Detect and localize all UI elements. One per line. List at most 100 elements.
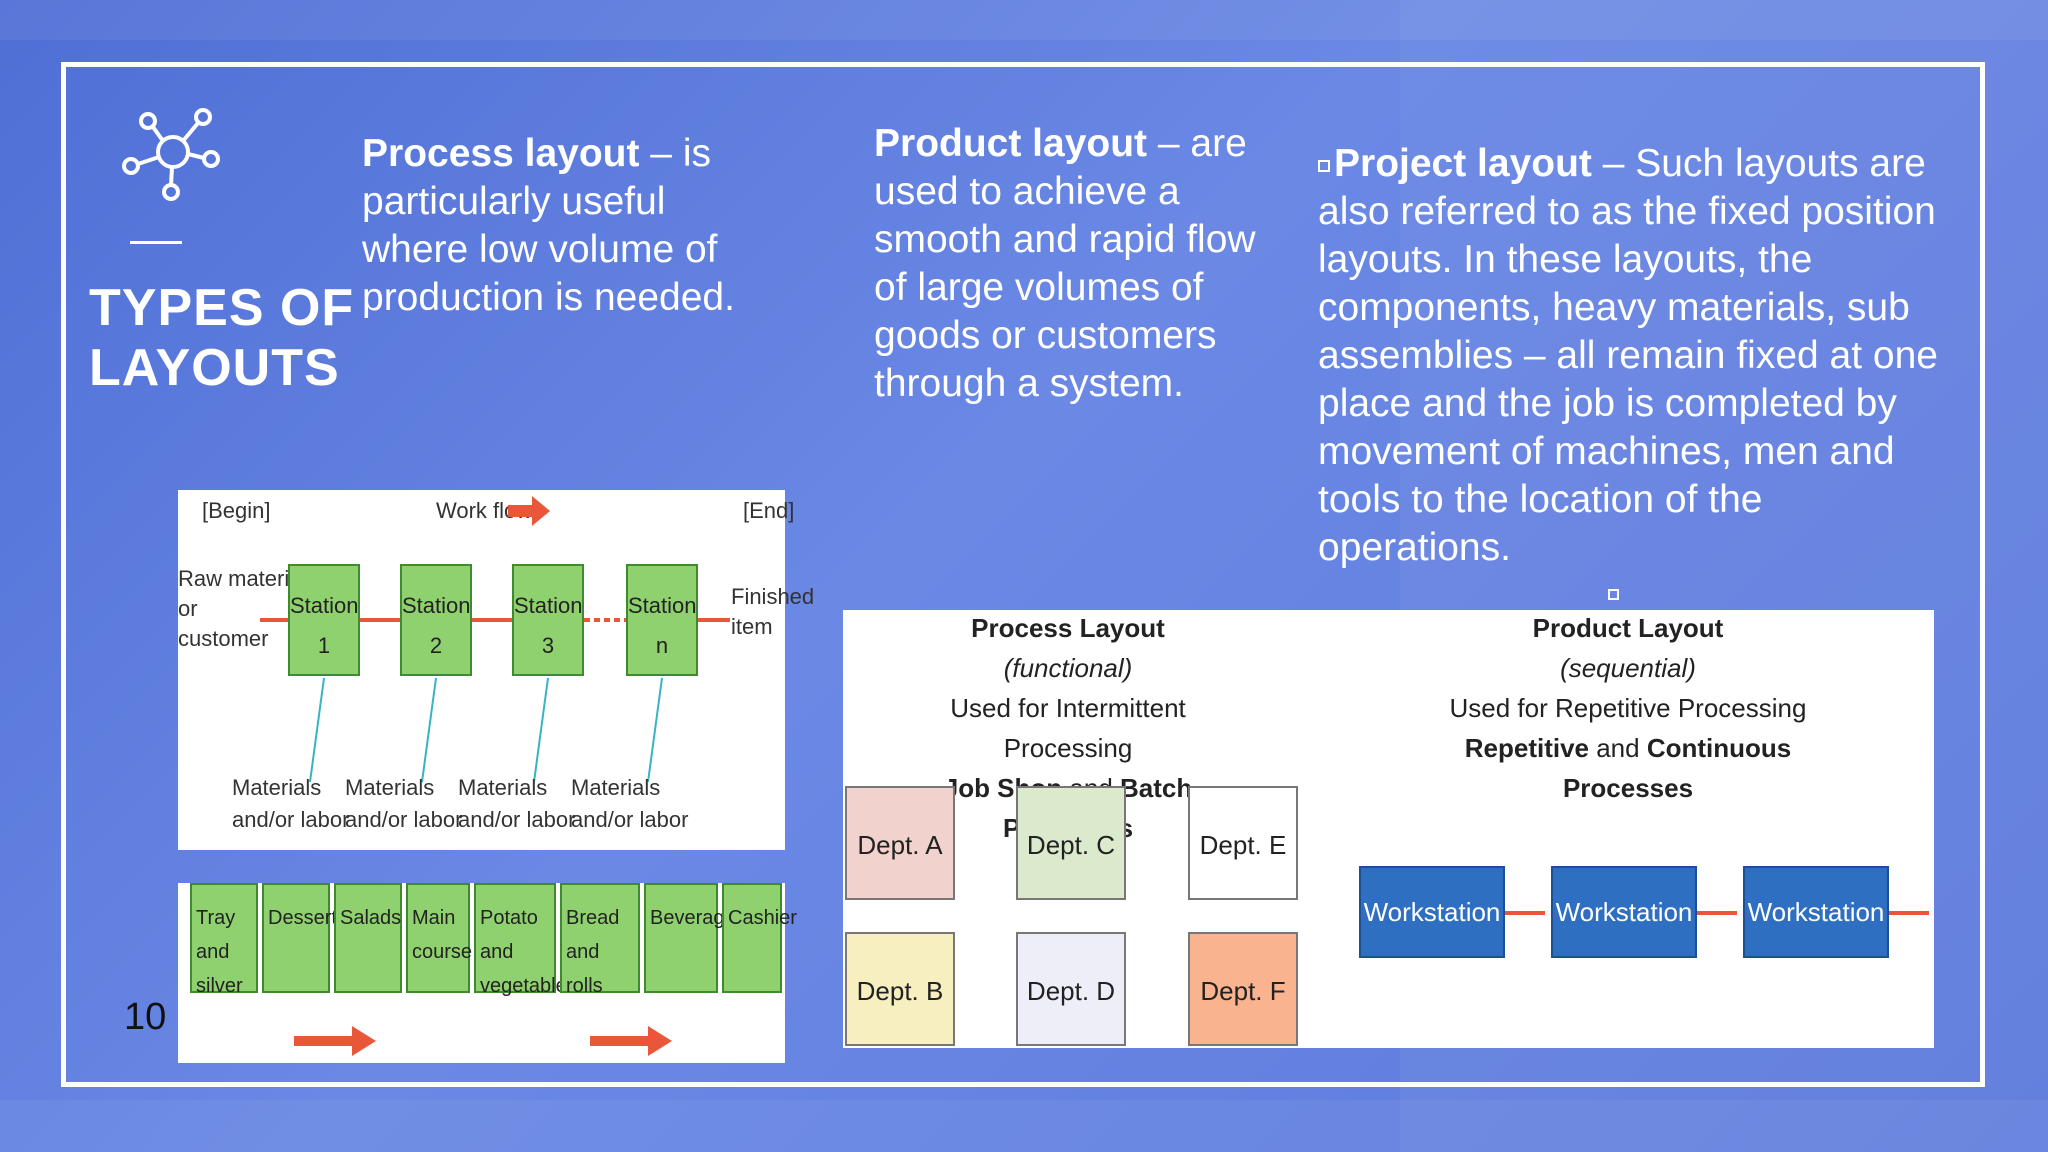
cafeteria-station: Cashier: [722, 883, 797, 993]
finished-line: item: [731, 614, 773, 639]
department-box: Dept. A: [845, 786, 955, 900]
cafeteria-station-label: Potato and: [480, 907, 538, 963]
product-type-1: Repetitive: [1464, 733, 1589, 763]
project-layout-text: Project layout – Such layouts are also r…: [1318, 140, 1938, 572]
cafeteria-station-label: Salads: [340, 907, 402, 929]
cafeteria-station: Bread and rolls: [560, 883, 640, 997]
end-label: [End]: [743, 498, 795, 523]
product-type-connector: and: [1589, 733, 1647, 763]
materials-line: Materials: [232, 775, 322, 800]
materials-line: and/or labor: [571, 807, 689, 832]
cafeteria-station: Salads: [334, 883, 402, 993]
materials-line: and/or labor: [345, 807, 463, 832]
cafeteria-station: Potato and vegetable: [474, 883, 567, 997]
materials-label: Materials and/or labor: [345, 772, 462, 836]
layout-comparison-diagram: Process Layout (functional) Used for Int…: [843, 610, 1934, 1048]
station-number: 3: [541, 633, 555, 658]
process-layout-description: – is particularly useful where low volum…: [362, 132, 735, 319]
process-layout-text: Process layout – is particularly useful …: [362, 130, 782, 322]
station-number: 1: [317, 633, 331, 658]
cafeteria-station-label: Tray and: [196, 907, 236, 963]
station-number: 2: [429, 633, 443, 658]
cafeteria-station-label: Bread and: [566, 907, 620, 963]
product-layout-use: Used for Repetitive Processing: [1449, 693, 1807, 723]
department-box: Dept. B: [845, 932, 955, 1046]
station-label: Station: [290, 593, 359, 618]
flow-arrow: [472, 618, 512, 622]
station-box: Station 2: [400, 564, 472, 676]
cafeteria-station-label: silver: [196, 975, 243, 997]
product-layout-text: Product layout – are used to achieve a s…: [874, 120, 1294, 408]
bullet-icon: [1318, 159, 1330, 172]
cafeteria-line-diagram: Tray and silver Desserts Salads Main cours…: [178, 883, 797, 1063]
finished-line: Finished: [731, 584, 815, 609]
slide-frame: [61, 62, 1985, 1087]
cafeteria-station-label: Beverage: [650, 907, 736, 929]
title-line-1: TYPES OF: [89, 279, 355, 337]
small-square-marker: [1608, 589, 1619, 600]
department-box: Dept. C: [1016, 786, 1126, 900]
process-layout-use: Used for Intermittent Processing: [950, 693, 1186, 763]
materials-line: Materials: [571, 775, 661, 800]
work-flow-diagram: [Begin] Work flow [End] Raw materials or…: [178, 490, 814, 850]
title-line-2: LAYOUTS: [89, 339, 340, 397]
cafeteria-station-label: course: [412, 941, 473, 963]
cafeteria-station-label: Main: [412, 907, 456, 929]
process-layout-term: Process layout: [362, 132, 640, 175]
product-layout-title: Product Layout: [1532, 613, 1724, 643]
materials-label: Materials and/or labor: [232, 772, 349, 836]
slide-title: TYPES OF LAYOUTS: [89, 278, 354, 398]
product-layout-types: Repetitive and Continuous Processes: [1403, 728, 1853, 808]
product-layout-heading: Product Layout (sequential) Used for Rep…: [1403, 608, 1853, 808]
product-layout-subtitle: (sequential): [1560, 653, 1696, 683]
direction-arrow-icon: [590, 1026, 672, 1056]
materials-line: and/or labor: [458, 807, 576, 832]
raw-materials-line: or: [178, 596, 198, 621]
begin-label: [Begin]: [202, 498, 271, 523]
background-shape: [0, 0, 2048, 40]
materials-connector-lines: [309, 677, 663, 783]
department-box: Dept. F: [1188, 932, 1298, 1046]
materials-label: Materials and/or labor: [458, 772, 575, 836]
cafeteria-station: Main course: [406, 883, 473, 993]
process-layout-title: Process Layout: [971, 613, 1165, 643]
workstation-box: Workstation 1: [1359, 866, 1505, 1015]
flow-arrow: [360, 618, 400, 622]
background-shape: [0, 1100, 2048, 1152]
direction-arrow-icon: [294, 1026, 376, 1056]
cafeteria-station-label: vegetable: [480, 975, 567, 997]
station-box: Station 3: [512, 564, 584, 676]
workstation-arrow: [1505, 911, 1545, 915]
flow-arrow: [698, 618, 730, 622]
station-number: n: [655, 633, 669, 658]
product-layout-description: – are used to achieve a smooth and rapid…: [874, 122, 1256, 405]
department-box: Dept. E: [1188, 786, 1298, 900]
project-layout-term: Project layout: [1334, 142, 1592, 185]
product-layout-term: Product layout: [874, 122, 1148, 165]
materials-line: and/or labor: [232, 807, 350, 832]
station-label: Station: [402, 593, 471, 618]
network-hub-icon: [122, 108, 220, 201]
cafeteria-station: Beverage: [644, 883, 736, 993]
station-box: Station 1: [288, 564, 360, 676]
project-layout-description: – Such layouts are also referred to as t…: [1318, 142, 1938, 569]
finished-item-label: Finished item: [731, 582, 814, 642]
materials-line: Materials: [345, 775, 435, 800]
raw-materials-line: customer: [178, 626, 269, 651]
workstation-box: Workstation 2: [1551, 866, 1697, 1015]
flow-arrow-dotted: [584, 618, 626, 622]
workstation-box: Workstation 3: [1743, 866, 1889, 1015]
work-flow-arrow-icon: [508, 496, 550, 526]
page-number: 10: [124, 996, 167, 1038]
workstation-arrow: [1889, 911, 1929, 915]
cafeteria-station: Desserts: [262, 883, 347, 993]
materials-line: Materials: [458, 775, 548, 800]
station-label: Station: [514, 593, 583, 618]
workstation-arrow: [1697, 911, 1737, 915]
cafeteria-station-label: rolls: [566, 975, 603, 997]
cafeteria-station: Tray and silver: [190, 883, 258, 997]
product-type-2: Continuous Processes: [1562, 733, 1792, 803]
title-divider: [130, 241, 182, 244]
department-box: Dept. D: [1016, 932, 1126, 1046]
